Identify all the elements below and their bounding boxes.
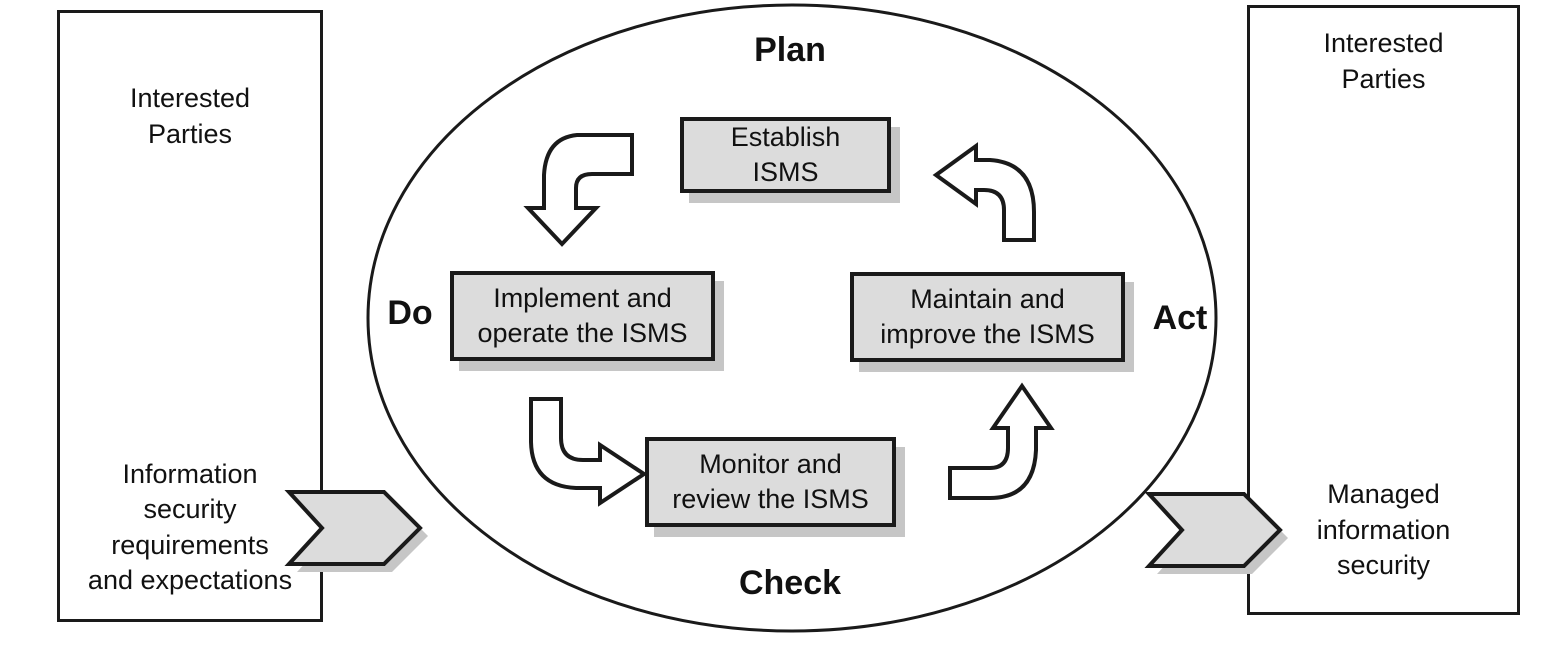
interested-parties-right-label: Interested Parties xyxy=(1323,28,1444,94)
do-label: Do xyxy=(387,294,433,332)
interested-parties-left-panel: Interested Parties Information security … xyxy=(57,10,323,622)
input-flow-chevron-icon xyxy=(284,490,428,572)
arrow-check-to-act-icon xyxy=(948,382,1055,500)
arrow-act-to-plan-icon xyxy=(932,142,1036,242)
plan-label: Plan xyxy=(754,31,826,69)
maintain-improve-isms-node: Maintain and improve the ISMS xyxy=(850,272,1125,362)
requirements-expectations-label: Information security requirements and ex… xyxy=(87,458,293,596)
establish-isms-node: Establish ISMS xyxy=(680,117,891,193)
arrow-plan-to-do-icon xyxy=(523,133,634,247)
act-label: Act xyxy=(1152,299,1208,337)
arrow-do-to-check-icon xyxy=(529,397,648,507)
monitor-review-isms-node: Monitor and review the ISMS xyxy=(645,437,896,527)
implement-operate-isms-node: Implement and operate the ISMS xyxy=(450,271,715,361)
pdca-cycle-ellipse xyxy=(366,3,1218,633)
output-flow-chevron-icon xyxy=(1144,492,1288,574)
check-label: Check xyxy=(738,564,842,602)
managed-information-security-label: Managed information security xyxy=(1316,479,1451,581)
interested-parties-left-label: Interested Parties xyxy=(129,83,251,149)
interested-parties-right-panel: Interested Parties Managed information s… xyxy=(1247,5,1520,615)
